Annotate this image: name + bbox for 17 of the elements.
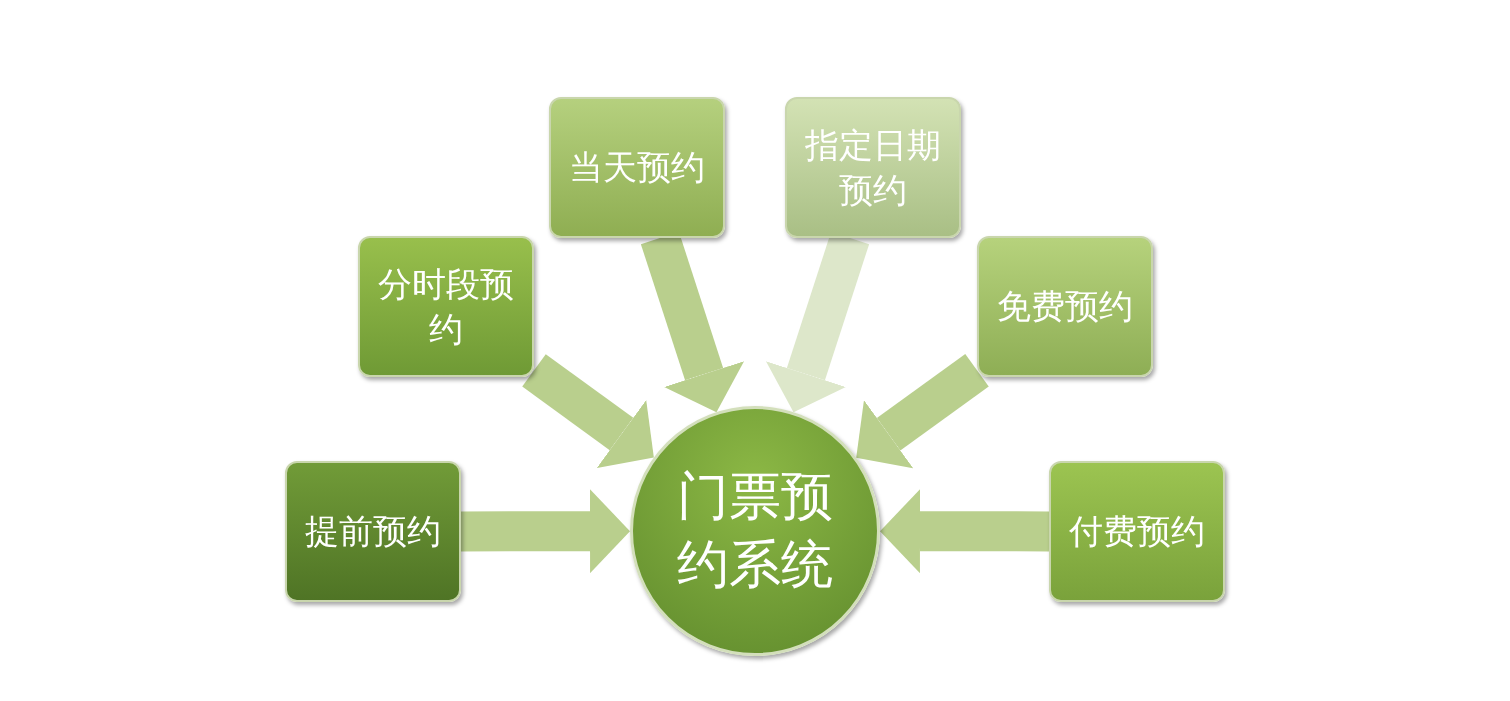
- block-arrow: [880, 489, 1049, 574]
- option-box: [549, 97, 725, 238]
- option-label: 提前预约: [304, 510, 442, 554]
- block-arrow: [856, 354, 989, 469]
- option-box: [1049, 461, 1225, 602]
- option-label: 付费预约: [1068, 510, 1206, 554]
- block-arrow: [522, 354, 654, 468]
- block-arrow: [461, 489, 630, 574]
- option-box: [285, 461, 461, 602]
- option-label: 免费预约: [996, 285, 1134, 329]
- option-box: [358, 236, 534, 377]
- option-box: [785, 97, 961, 238]
- option-box: [977, 236, 1153, 377]
- option-label: 指定日期预约: [804, 124, 942, 212]
- option-label: 当天预约: [568, 146, 706, 190]
- hub-label: 门票预约系统: [676, 465, 834, 596]
- option-label: 分时段预约: [377, 263, 515, 351]
